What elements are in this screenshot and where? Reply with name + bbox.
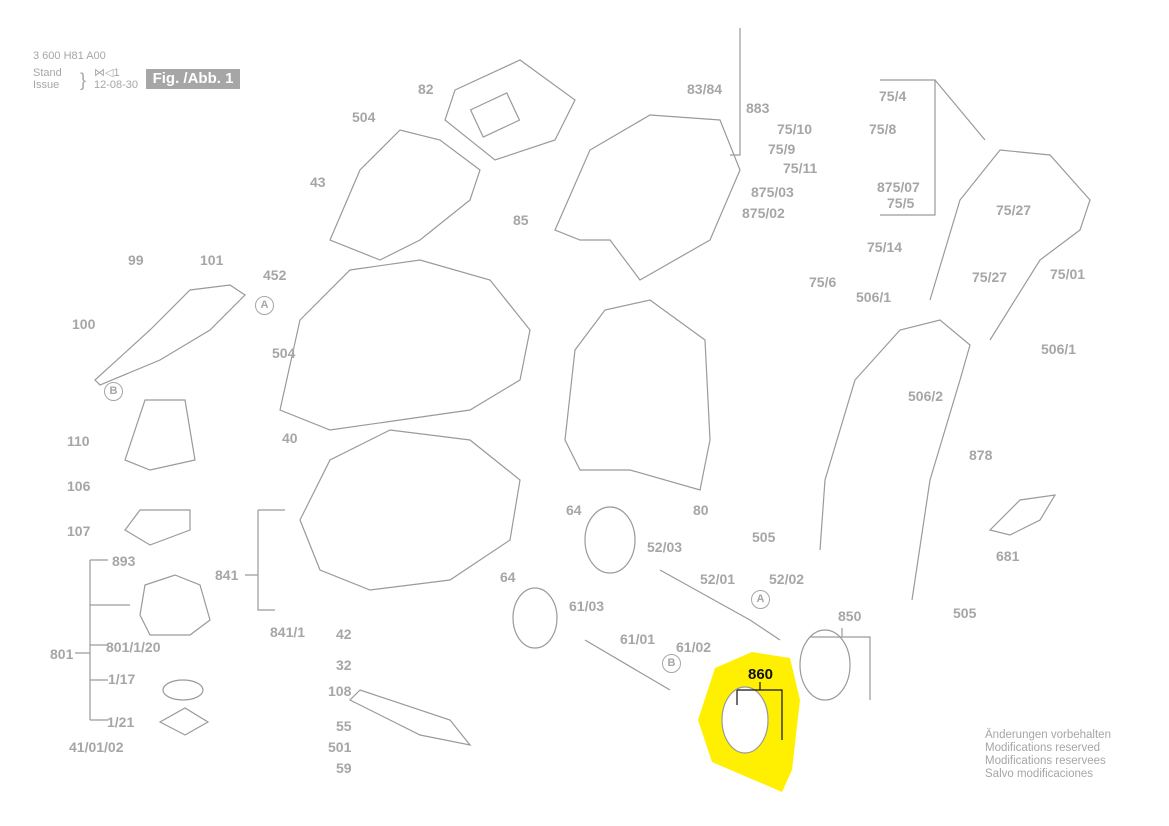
part-label-1-21[interactable]: 1/21 [107,714,135,730]
note-line-es: Salvo modificaciones [985,768,1094,780]
part-label-75-5[interactable]: 75/5 [887,195,915,211]
part-label-860-highlighted[interactable]: 860 [748,666,774,683]
part-label-80[interactable]: 80 [693,502,709,518]
part-label-505[interactable]: 505 [953,605,977,621]
part-label-82[interactable]: 82 [418,81,434,97]
part-label-501[interactable]: 501 [328,739,352,755]
part-label-43[interactable]: 43 [310,174,326,190]
part-label-75-10[interactable]: 75/10 [777,121,813,137]
part-label-99[interactable]: 99 [128,252,144,268]
part-101-lever [94,284,246,386]
part-label-75-27[interactable]: 75/27 [996,202,1032,218]
part-label-75-01[interactable]: 75/01 [1050,266,1086,282]
part-label-75-8[interactable]: 75/8 [869,121,897,137]
part-label-875-02[interactable]: 875/02 [742,205,785,221]
part-label-841-1[interactable]: 841/1 [270,624,306,640]
part-label-506-2[interactable]: 506/2 [908,388,944,404]
reference-marker-a: A [751,590,770,609]
part-label-32[interactable]: 32 [336,657,352,673]
part-80-grassbox [564,299,711,491]
part-label-40[interactable]: 40 [282,430,298,446]
part-label-1-17[interactable]: 1/17 [108,671,136,687]
part-label-504[interactable]: 504 [352,109,376,125]
part-75-01-handle [929,149,1091,341]
part-883-cover [554,114,741,281]
reference-marker-b: B [104,382,123,401]
reference-marker-a: A [255,296,274,315]
part-label-75-14[interactable]: 75/14 [867,239,903,255]
issue-label: Issue [33,79,60,91]
part-label-505[interactable]: 505 [752,529,776,545]
part-label-64[interactable]: 64 [566,502,582,518]
part-label-883[interactable]: 883 [746,100,770,116]
reference-marker-b: B [662,654,681,673]
part-1-17-pulley [162,679,204,701]
part-label-55[interactable]: 55 [336,718,352,734]
part-label-101[interactable]: 101 [200,252,224,268]
part-label-61-02[interactable]: 61/02 [676,639,712,655]
part-43-housing [329,129,481,261]
wheel-rear-left [512,587,558,649]
note-line-de: Änderungen vorbehalten [985,729,1111,741]
part-label-108[interactable]: 108 [328,683,352,699]
stand-value: ⋈◁1 [94,67,120,79]
part-label-893[interactable]: 893 [112,553,136,569]
part-82-cover [444,59,576,161]
part-label-85[interactable]: 85 [513,212,529,228]
note-line-en: Modifications reserved [985,742,1101,754]
part-label-75-6[interactable]: 75/6 [809,274,837,290]
wheel-850 [799,629,851,701]
part-40-body [279,259,531,431]
issue-date: 12-08-30 [94,79,139,91]
part-label-42[interactable]: 42 [336,626,352,642]
part-label-75-27[interactable]: 75/27 [972,269,1008,285]
part-label-52-03[interactable]: 52/03 [647,539,683,555]
document-number: 3 600 H81 A00 [33,50,106,62]
part-label-83-84[interactable]: 83/84 [687,81,723,97]
part-label-841[interactable]: 841 [215,567,239,583]
part-label-801[interactable]: 801 [50,646,74,662]
part-55-blade [348,689,472,746]
part-label-61-01[interactable]: 61/01 [620,631,656,647]
note-line-fr: Modifications reservees [985,755,1106,767]
part-label-681[interactable]: 681 [996,548,1020,564]
brace-icon: } [80,70,87,90]
figure-label: Fig. /Abb. 1 [146,69,240,89]
part-label-506-1[interactable]: 506/1 [1041,341,1077,357]
part-label-100[interactable]: 100 [72,316,96,332]
part-label-875-03[interactable]: 875/03 [751,184,794,200]
part-878-handle [819,319,971,601]
part-label-52-01[interactable]: 52/01 [700,571,736,587]
part-801-motor [139,574,211,636]
part-label-504[interactable]: 504 [272,345,296,361]
part-label-75-4[interactable]: 75/4 [879,88,907,104]
wheel-front-left [584,506,636,574]
part-681 [988,494,1057,536]
part-107 [124,509,191,546]
part-label-875-07[interactable]: 875/07 [877,179,920,195]
modifications-note: Änderungen vorbehalten Modifications res… [985,729,1111,781]
part-label-41-01-02[interactable]: 41/01/02 [69,739,124,755]
part-label-64[interactable]: 64 [500,569,516,585]
part-label-52-02[interactable]: 52/02 [769,571,805,587]
part-label-452[interactable]: 452 [263,267,287,283]
part-label-75-9[interactable]: 75/9 [768,141,796,157]
part-label-107[interactable]: 107 [67,523,91,539]
part-110 [124,399,196,471]
part-1-21-belt [158,707,210,736]
part-label-106[interactable]: 106 [67,478,91,494]
part-label-878[interactable]: 878 [969,447,993,463]
part-label-850[interactable]: 850 [838,608,862,624]
part-label-75-11[interactable]: 75/11 [783,160,818,176]
part-label-801-1-20[interactable]: 801/1/20 [106,639,161,655]
part-label-61-03[interactable]: 61/03 [569,598,605,614]
part-label-506-1[interactable]: 506/1 [856,289,892,305]
wheel-860 [721,686,769,754]
part-841-deck [299,429,521,591]
stand-label: Stand [33,67,62,79]
part-label-110[interactable]: 110 [67,433,90,449]
part-label-59[interactable]: 59 [336,760,352,776]
